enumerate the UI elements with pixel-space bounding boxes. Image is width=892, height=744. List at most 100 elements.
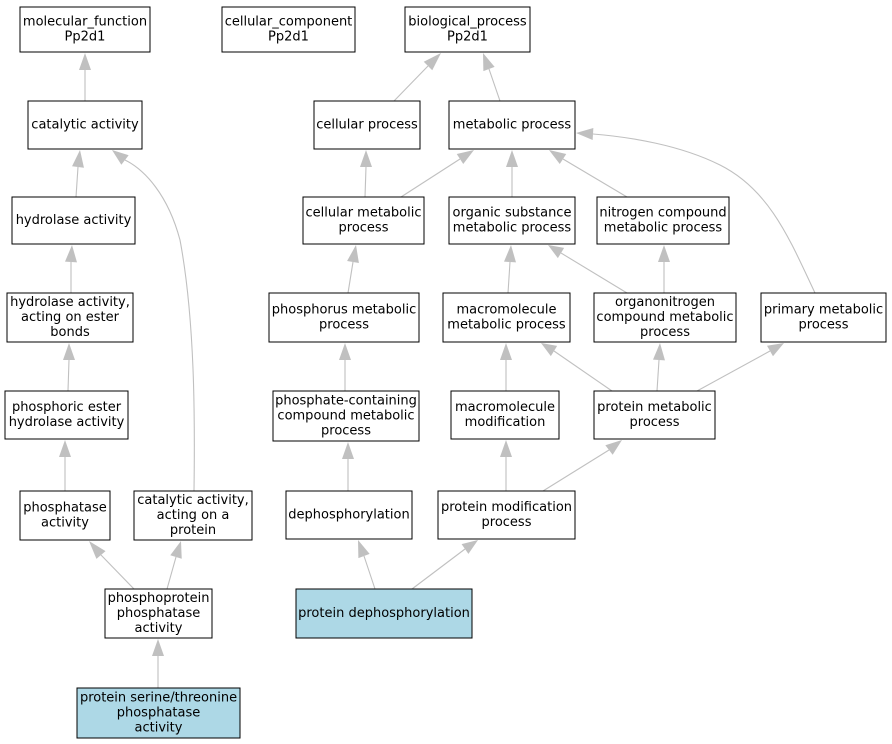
term-box[interactable] <box>19 6 151 53</box>
go-term-node-catalytic-activity[interactable]: catalytic activity <box>27 100 143 150</box>
edge-cellular_process-to-biological_process <box>393 53 441 102</box>
term-label-line: cellular_component <box>225 15 353 30</box>
term-box[interactable] <box>437 490 576 540</box>
term-label-line: modification <box>465 415 546 430</box>
arrowhead-icon <box>112 150 129 165</box>
edge-catalytic_activity_protein-to-catalytic_activity <box>112 150 195 492</box>
arrowhead-icon <box>541 343 558 357</box>
term-label-line: metabolic process <box>453 221 572 236</box>
term-box[interactable] <box>11 196 136 245</box>
arrowhead-icon <box>360 150 372 167</box>
term-box[interactable] <box>133 490 253 541</box>
term-box[interactable] <box>27 100 143 150</box>
edge-line <box>507 261 511 294</box>
term-box[interactable] <box>272 390 420 442</box>
go-term-node-hydrolase-activity[interactable]: hydrolase activity <box>11 196 136 245</box>
term-label-line: Pp2d1 <box>447 30 488 45</box>
term-box[interactable] <box>596 196 730 245</box>
edge-line <box>560 252 628 294</box>
term-box[interactable] <box>302 196 425 245</box>
edge-line <box>562 158 628 198</box>
arrowhead-icon <box>500 440 512 457</box>
edge-organic_substance_metabolic_process-to-metabolic_process <box>506 150 518 197</box>
go-term-node-dephosphorylation[interactable]: dephosphorylation <box>285 490 413 540</box>
go-term-node-protein-dephosphorylation[interactable]: protein dephosphorylation <box>295 588 473 639</box>
term-label-line: activity <box>41 516 89 531</box>
term-box[interactable] <box>6 292 134 343</box>
highlighted-term-box[interactable] <box>76 687 241 739</box>
term-label-line: process <box>630 415 680 430</box>
edge-phosphorus_metabolic_process-to-cellular_metabolic_process <box>347 245 359 294</box>
term-label-line: biological_process <box>408 15 527 30</box>
term-label-line: compound metabolic <box>277 409 414 424</box>
edge-protein_modification_process-to-protein_metabolic_process <box>542 440 622 492</box>
highlighted-term-box[interactable] <box>295 588 473 639</box>
term-label-line: protein dephosphorylation <box>298 606 470 621</box>
arrowhead-icon <box>72 150 84 168</box>
term-label-line: process <box>321 424 371 439</box>
term-label-line: process <box>319 318 369 333</box>
edge-line <box>696 350 771 392</box>
term-box[interactable] <box>450 390 560 440</box>
edge-protein_metabolic_process-to-organonitrogen_compound_metabolic_process <box>653 343 665 392</box>
term-box[interactable] <box>442 292 571 343</box>
arrowhead-icon <box>423 53 441 71</box>
term-box[interactable] <box>404 6 531 53</box>
go-term-node-metabolic-process[interactable]: metabolic process <box>448 100 576 150</box>
arrowhead-icon <box>653 343 665 361</box>
arrowhead-icon <box>342 442 354 459</box>
term-box[interactable] <box>104 588 213 639</box>
term-label-line: phosphorus metabolic <box>272 303 416 318</box>
edge-organonitrogen_compound_metabolic_process-to-nitrogen_compound_metabolic_process <box>658 245 670 293</box>
term-label-line: catalytic activity <box>31 118 139 133</box>
term-box[interactable] <box>593 292 737 343</box>
term-label-line: protein modification <box>441 500 572 515</box>
term-box[interactable] <box>285 490 413 540</box>
arrowhead-icon <box>504 245 516 263</box>
term-label-line: cellular metabolic <box>306 206 422 221</box>
edge-protein_metabolic_process-to-macromolecule_metabolic_process <box>541 343 613 392</box>
go-term-node-protein-serine-threonine-phosphatase-activity[interactable]: protein serine/threoninephosphataseactiv… <box>76 687 241 739</box>
arrowhead-icon <box>767 343 784 357</box>
term-box[interactable] <box>313 100 421 150</box>
edge-line <box>67 359 70 392</box>
edge-line <box>363 555 376 590</box>
term-label-line: metabolic process <box>447 318 566 333</box>
term-label-line: process <box>339 221 389 236</box>
edge-phosphoprotein_phosphatase_activity-to-phosphatase_activity <box>89 541 135 590</box>
term-box[interactable] <box>4 390 129 440</box>
edge-protein_dephosphorylation-to-dephosphorylation <box>358 540 376 590</box>
go-term-node-cellular-process[interactable]: cellular process <box>313 100 421 150</box>
term-label-line: acting on ester <box>21 310 120 325</box>
edge-line <box>553 350 613 392</box>
term-box[interactable] <box>448 100 576 150</box>
edge-line <box>347 261 354 294</box>
term-box[interactable] <box>19 490 111 541</box>
term-box[interactable] <box>268 292 420 343</box>
edge-line <box>411 548 466 590</box>
term-box[interactable] <box>760 292 887 343</box>
term-box[interactable] <box>221 6 356 53</box>
term-box[interactable] <box>448 196 576 245</box>
term-box[interactable] <box>593 390 716 440</box>
